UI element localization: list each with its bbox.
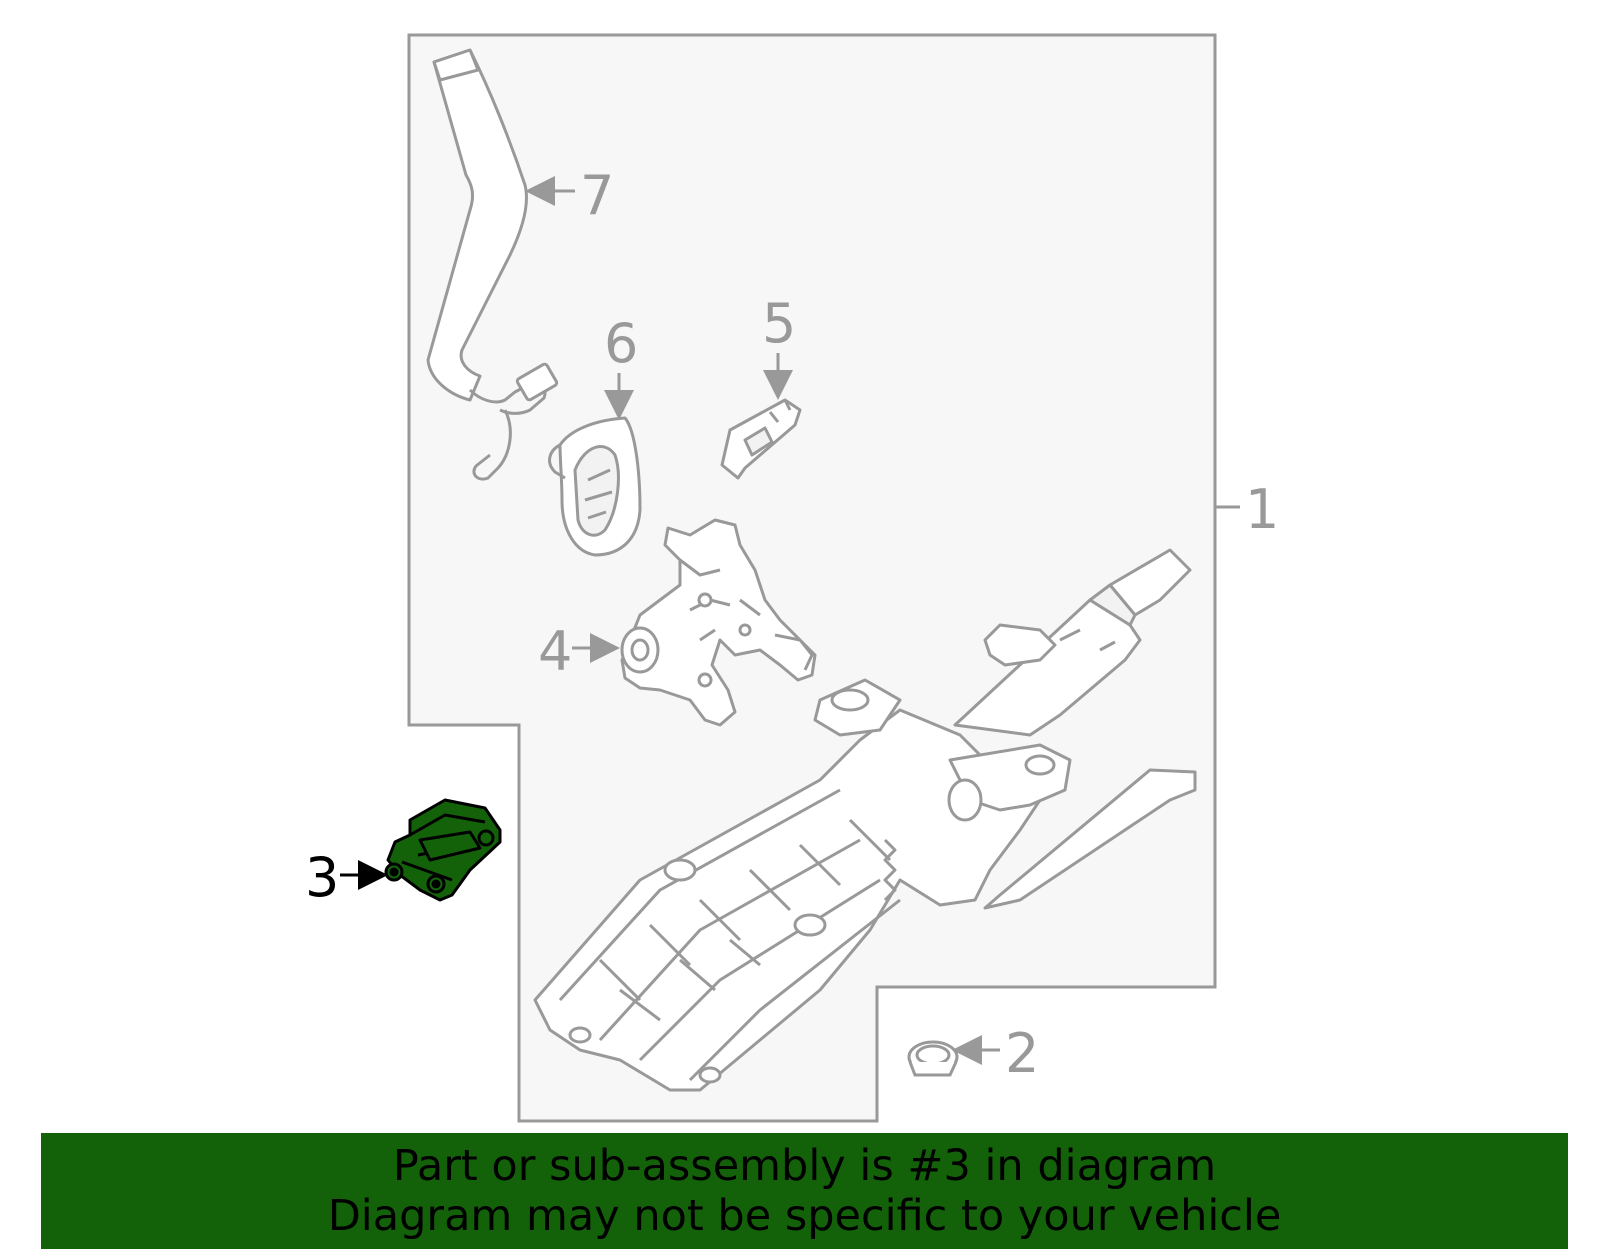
part-6-cover bbox=[548, 416, 642, 557]
part-3-module bbox=[384, 798, 502, 902]
part-5-clip bbox=[720, 398, 802, 480]
callout-6: 6 bbox=[604, 312, 638, 375]
info-banner: Part or sub-assembly is #3 in diagram Di… bbox=[41, 1133, 1568, 1249]
assembly-boundary bbox=[407, 33, 1217, 1123]
callout-3: 3 bbox=[305, 846, 339, 909]
callout-2: 2 bbox=[1005, 1022, 1039, 1085]
callout-7: 7 bbox=[580, 164, 614, 227]
banner-line-1: Part or sub-assembly is #3 in diagram bbox=[392, 1141, 1217, 1191]
callout-1: 1 bbox=[1245, 478, 1279, 541]
callout-4: 4 bbox=[538, 620, 572, 683]
banner-line-2: Diagram may not be specific to your vehi… bbox=[327, 1191, 1282, 1241]
part-1-steering-column bbox=[533, 548, 1197, 1092]
part-4-lock-housing bbox=[620, 518, 817, 727]
callout-5: 5 bbox=[762, 292, 796, 355]
part-7-lever bbox=[426, 48, 559, 481]
part-2-nut bbox=[907, 1040, 959, 1077]
